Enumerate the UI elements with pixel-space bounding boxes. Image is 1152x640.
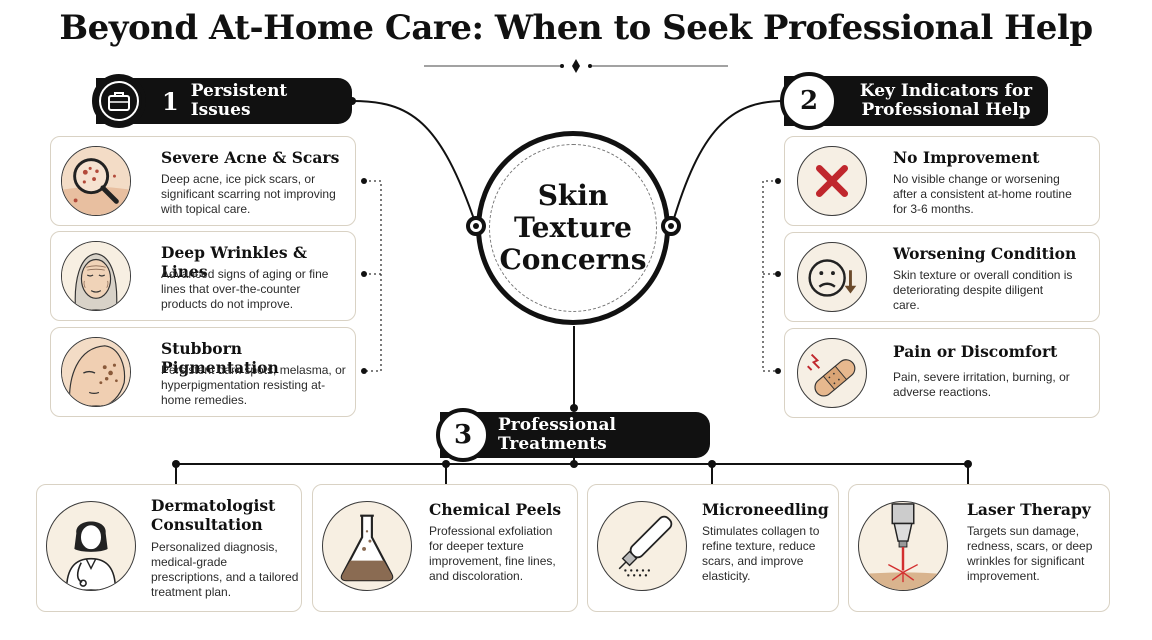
section-2-number: 2 [780, 72, 838, 130]
bandage-icon [797, 338, 867, 408]
card-description: Skin texture or overall condition is det… [893, 268, 1073, 312]
medical-bag-icon [99, 81, 139, 121]
section-2-header: 2 Key Indicators for Professional Help [780, 72, 1048, 130]
sad-face-down-arrow-icon [797, 242, 867, 312]
laser-device-icon [858, 501, 948, 591]
section-3-number: 3 [436, 408, 490, 462]
card-chemical-peels: Chemical Peels Professional exfoliation … [312, 484, 578, 612]
card-description: Advanced signs of aging or fine lines th… [161, 267, 329, 311]
card-dermatologist-consultation: Dermatologist Consultation Personalized … [36, 484, 302, 612]
card-description: Deep acne, ice pick scars, or significan… [161, 172, 336, 216]
card-title: No Improvement [893, 148, 1040, 167]
card-description: Targets sun damage, redness, scars, or d… [967, 524, 1093, 583]
card-title: Microneedling [702, 500, 829, 519]
microneedling-pen-icon [597, 501, 687, 591]
card-description: Personalized diagnosis, medical-grade pr… [151, 540, 299, 599]
card-deep-wrinkles: Deep Wrinkles & Lines Advanced signs of … [50, 231, 356, 321]
wrinkled-face-icon [61, 241, 131, 311]
card-description: Professional exfoliation for deeper text… [429, 524, 556, 583]
card-laser-therapy: Laser Therapy Targets sun damage, rednes… [848, 484, 1110, 612]
card-title: Laser Therapy [967, 500, 1091, 519]
center-label: Skin Texture Concerns [499, 179, 647, 276]
doctor-icon [46, 501, 136, 591]
magnifier-acne-icon [61, 146, 131, 216]
flask-icon [322, 501, 412, 591]
card-stubborn-pigmentation: Stubborn Pigmentation Persistent dark sp… [50, 327, 356, 417]
section-3-header: 3 Professional Treatments [436, 408, 710, 462]
card-description: No visible change or worsening after a c… [893, 172, 1072, 216]
card-title: Stubborn Pigmentation [161, 339, 279, 377]
red-x-icon [797, 146, 867, 216]
section-1-number: 1 [162, 86, 179, 116]
center-left-connector [466, 216, 486, 236]
section-1-label: Persistent Issues [190, 81, 288, 120]
card-title: Worsening Condition [893, 244, 1077, 263]
card-pain-discomfort: Pain or Discomfort Pain, severe irritati… [784, 328, 1100, 418]
card-title: Severe Acne & Scars [161, 148, 340, 167]
center-right-connector [661, 216, 681, 236]
card-description: Persistent dark spots, melasma, or hyper… [161, 363, 346, 407]
center-concept: Skin Texture Concerns [476, 131, 670, 325]
section-1-header: 1 Persistent Issues [92, 74, 352, 128]
card-description: Stimulates collagen to refine texture, r… [702, 524, 820, 583]
card-worsening-condition: Worsening Condition Skin texture or over… [784, 232, 1100, 322]
card-no-improvement: No Improvement No visible change or wors… [784, 136, 1100, 226]
pigmented-face-icon [61, 337, 131, 407]
page-title: Beyond At-Home Care: When to Seek Profes… [59, 8, 1093, 48]
card-title: Deep Wrinkles & Lines [161, 243, 308, 281]
card-severe-acne: Severe Acne & Scars Deep acne, ice pick … [50, 136, 356, 226]
section-3-label: Professional Treatments [498, 415, 616, 454]
card-description: Pain, severe irritation, burning, or adv… [893, 370, 1070, 399]
section-2-label: Key Indicators for Professional Help [859, 81, 1033, 120]
card-microneedling: Microneedling Stimulates collagen to ref… [587, 484, 839, 612]
card-title: Chemical Peels [429, 500, 562, 519]
card-title: Pain or Discomfort [893, 342, 1058, 361]
card-title: Dermatologist Consultation [151, 496, 276, 534]
